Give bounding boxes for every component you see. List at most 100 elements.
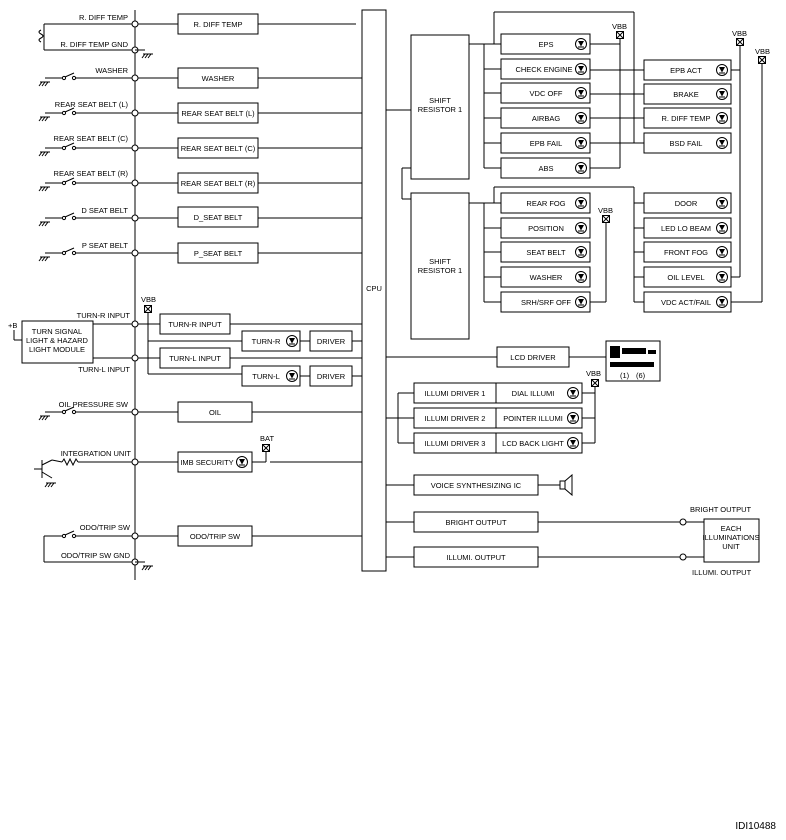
d-seat-belt-box (177, 206, 259, 228)
r-diff-temp-box-label: R. DIFF TEMP (193, 20, 242, 29)
d-seat-belt-box-label: D_SEAT BELT (194, 213, 243, 222)
indicator-epb-act-label: EPB ACT (670, 66, 702, 75)
indicator-vdc-act-fail-label: VDC ACT/FAIL (661, 298, 711, 307)
each-unit-line-3: UNIT (722, 542, 740, 551)
turn-module-line-3: LIGHT MODULE (29, 345, 85, 354)
illumi-output-label: ILLUMI. OUTPUT (446, 553, 506, 562)
indicator-rear-fog-label: REAR FOG (526, 199, 565, 208)
lcd-section: LCD DRIVER (1) (6) (386, 340, 661, 382)
rear-seat-belt-l-input-label: REAR SEAT BELT (L) (55, 100, 129, 109)
indicator-check-engine-label: CHECK ENGINE (515, 65, 572, 74)
shift-resistor-1: SHIFT RESISTOR 1 (386, 11, 644, 180)
indicator-srh-srf-off-label: SRH/SRF OFF (521, 298, 571, 307)
indicators-group-4: DOOR LED LO BEAM FRONT FOG OIL LEVEL VDC… (643, 192, 732, 313)
shift-resistor-1-box (410, 34, 470, 180)
shift-resistor-2-line-1: SHIFT (429, 257, 451, 266)
odo-trip-sw-box-label: ODO/TRIP SW (190, 532, 241, 541)
oil-pressure-row: OIL PRESSURE SW OIL (38, 400, 362, 423)
indicator-front-fog-label: FRONT FOG (664, 248, 708, 257)
plus-b-label: +B (8, 321, 17, 330)
turn-r-input-box-label: TURN-R INPUT (168, 320, 222, 329)
vbb-supplies: VBB VBB VBB VBB (590, 22, 770, 303)
vbb-label-ind3: VBB (732, 29, 747, 38)
indicator-epb-act (643, 59, 732, 81)
imb-led-icon (236, 456, 248, 468)
p-seat-belt-row: P SEAT BELT P_SEAT BELT (38, 241, 362, 264)
turn-l-input-box-label: TURN-L INPUT (169, 354, 221, 363)
dial-illumi-label: DIAL ILLUMI (512, 389, 555, 398)
indicator-eps-label: EPS (538, 40, 553, 49)
odo-trip-sw-label: ODO/TRIP SW (80, 523, 131, 532)
voice-ic-label: VOICE SYNTHESIZING IC (431, 481, 522, 490)
vbb-label-ind2: VBB (598, 206, 613, 215)
imb-security-box-label: IMB SECURITY (180, 458, 233, 467)
shift-resistor-1-line-2: RESISTOR 1 (418, 105, 462, 114)
p-seat-belt-input-label: P SEAT BELT (82, 241, 129, 250)
odo-trip-row: ODO/TRIP SW ODO/TRIP SW GND ODO/TRIP SW (43, 523, 362, 571)
d-seat-belt-row: D SEAT BELT D_SEAT BELT (38, 206, 362, 228)
indicator-position (500, 217, 591, 239)
oil-pressure-sw-label: OIL PRESSURE SW (59, 400, 129, 409)
rear-seat-belt-r-input-label: REAR SEAT BELT (R) (54, 169, 129, 178)
turn-module-line-2: LIGHT & HAZARD (26, 336, 89, 345)
lcd-display-text-1: (1) (620, 371, 630, 380)
shift-resistor-2: SHIFT RESISTOR 1 (401, 167, 644, 340)
rear-seat-belt-r-box-label: REAR SEAT BELT (R) (181, 179, 256, 188)
thermistor-icon (38, 29, 44, 43)
odo-trip-sw-gnd-label: ODO/TRIP SW GND (61, 551, 131, 560)
indicator-front-fog (643, 241, 732, 263)
lcd-driver-label: LCD DRIVER (510, 353, 556, 362)
turn-r-box-label: TURN-R (252, 337, 281, 346)
indicator-r-diff-temp (643, 107, 732, 129)
integration-unit-label: INTEGRATION UNIT (61, 449, 132, 458)
indicator-washer (500, 266, 591, 288)
illumi-output-ext-label: ILLUMI. OUTPUT (692, 568, 752, 577)
driver-r-label: DRIVER (317, 337, 346, 346)
cpu-label: CPU (366, 284, 382, 293)
indicator-position-label: POSITION (528, 224, 564, 233)
resistor-icon (61, 457, 79, 467)
figure-code: IDI10488 (735, 821, 776, 832)
indicator-seat-belt (500, 241, 591, 263)
rear-seat-belt-r-row: REAR SEAT BELT (R) REAR SEAT BELT (R) (38, 169, 362, 194)
turn-r-input-label: TURN-R INPUT (77, 311, 131, 320)
output-section: BRIGHT OUTPUT ILLUMI. OUTPUT BRIGHT OUTP… (386, 505, 760, 577)
indicator-led-lo-beam (643, 217, 732, 239)
indicator-seat-belt-label: SEAT BELT (526, 248, 566, 257)
illumi-section: ILLUMI DRIVER 1 ILLUMI DRIVER 2 ILLUMI D… (386, 369, 601, 454)
washer-switch-icon (61, 72, 77, 81)
washer-box-label: WASHER (202, 74, 235, 83)
vbb-label-illumi: VBB (586, 369, 601, 378)
indicators-group-3: EPB ACT BRAKE R. DIFF TEMP BSD FAIL (643, 59, 732, 154)
indicator-epb-fail-label: EPB FAIL (530, 139, 563, 148)
driver-l-label: DRIVER (317, 372, 346, 381)
r-diff-temp-input-label: R. DIFF TEMP (79, 13, 128, 22)
each-unit-line-2: ILLUMINATIONS (703, 533, 760, 542)
indicator-door (643, 192, 732, 214)
illumi-driver-1-label: ILLUMI DRIVER 1 (425, 389, 486, 398)
indicator-srh-srf-off (500, 291, 591, 313)
oil-box-label: OIL (209, 408, 221, 417)
vbb-label-turn: VBB (141, 295, 156, 304)
indicator-airbag (500, 107, 591, 129)
indicator-eps (500, 33, 591, 55)
indicator-vdc-off-label: VDC OFF (530, 89, 563, 98)
turn-l-led-icon (286, 370, 298, 382)
indicator-oil-level (643, 266, 732, 288)
indicator-airbag-label: AIRBAG (532, 114, 561, 123)
indicator-brake (643, 83, 732, 105)
indicator-vdc-off (500, 82, 591, 104)
turn-signal-module-box (21, 320, 94, 364)
indicator-abs (500, 157, 591, 179)
indicator-led-lo-beam-label: LED LO BEAM (661, 224, 711, 233)
indicator-oil-level-label: OIL LEVEL (667, 273, 704, 282)
indicator-door-label: DOOR (675, 199, 698, 208)
indicator-bsd-fail-label: BSD FAIL (670, 139, 703, 148)
r-diff-temp-gnd-label: R. DIFF TEMP GND (60, 40, 128, 49)
p-seat-belt-box-label: P_SEAT BELT (194, 249, 243, 258)
lcd-back-light-label: LCD BACK LIGHT (502, 439, 564, 448)
pointer-illumi-label: POINTER ILLUMI (503, 414, 563, 423)
d-seat-belt-input-label: D SEAT BELT (81, 206, 128, 215)
indicator-r-diff-temp-label: R. DIFF TEMP (661, 114, 710, 123)
rear-seat-belt-l-box-label: REAR SEAT BELT (L) (181, 109, 255, 118)
